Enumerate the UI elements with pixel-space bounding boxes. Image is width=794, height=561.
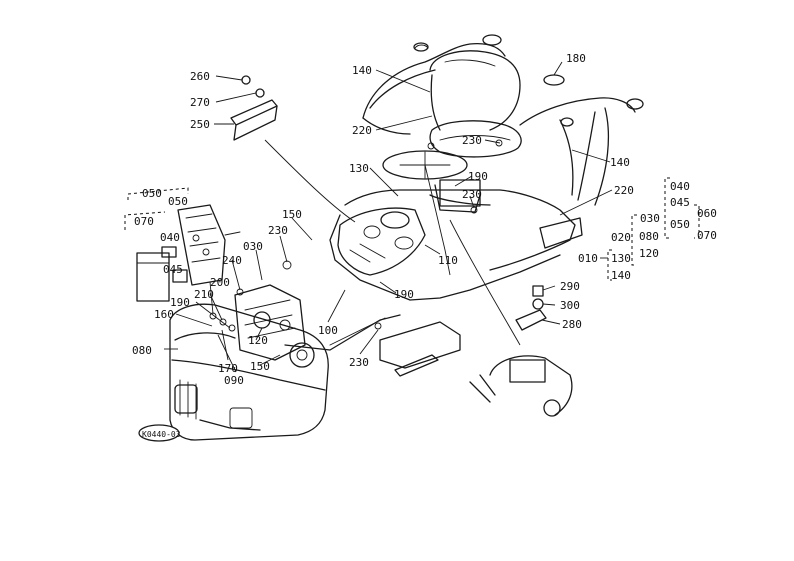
- callout-030: 030: [243, 240, 263, 253]
- group-right-060: 060: [697, 207, 717, 220]
- callout-190: 190: [394, 288, 414, 301]
- callout-080: 080: [132, 344, 152, 357]
- group-left-070: 070: [134, 215, 154, 228]
- group-right-030: 030: [640, 212, 660, 225]
- callout-130: 130: [349, 162, 369, 175]
- callout-230: 230: [462, 134, 482, 147]
- callout-240: 240: [222, 254, 242, 267]
- front-hood-assembly: [169, 284, 401, 441]
- group-right-050: 050: [670, 218, 690, 231]
- callout-120: 120: [248, 334, 268, 347]
- callout-090: 090: [224, 374, 244, 387]
- callout-100: 100: [318, 324, 338, 337]
- group-right-010: 010: [578, 252, 598, 265]
- small-parts: [209, 74, 573, 417]
- callout-210: 210: [194, 288, 214, 301]
- callout-140: 140: [352, 64, 372, 77]
- callout-labels: 260 270 250 140 180 220 230 130 190 230 …: [132, 52, 634, 387]
- leader-lines: [164, 61, 613, 373]
- callout-280: 280: [562, 318, 582, 331]
- diagram-code-badge: K0440-03: [138, 424, 181, 442]
- callout-160: 160: [154, 308, 174, 321]
- right-group-brackets: 040 045 050 060 070 030 020 080 120 010 …: [578, 177, 717, 282]
- callout-190: 190: [468, 170, 488, 183]
- callout-230: 230: [462, 188, 482, 201]
- group-right-045: 045: [670, 196, 690, 209]
- callout-300: 300: [560, 299, 580, 312]
- callout-190: 190: [170, 296, 190, 309]
- callout-220: 220: [352, 124, 372, 137]
- group-right-040: 040: [670, 180, 690, 193]
- group-right-120: 120: [639, 247, 659, 260]
- group-left-045: 045: [163, 263, 183, 276]
- diagram-code: K0440-03: [142, 430, 181, 439]
- callout-250: 250: [190, 118, 210, 131]
- callout-140: 140: [610, 156, 630, 169]
- callout-230: 230: [349, 356, 369, 369]
- callout-220: 220: [614, 184, 634, 197]
- group-right-140: 140: [611, 269, 631, 282]
- group-right-080: 080: [639, 230, 659, 243]
- group-left-050a: 050: [142, 187, 162, 200]
- callout-260: 260: [190, 70, 210, 83]
- group-right-070: 070: [697, 229, 717, 242]
- fender-seat-assembly: [329, 34, 644, 301]
- callout-110: 110: [438, 254, 458, 267]
- group-right-130: 130: [611, 252, 631, 265]
- callout-170: 170: [218, 362, 238, 375]
- group-left-050b: 050: [168, 195, 188, 208]
- callout-290: 290: [560, 280, 580, 293]
- group-left-040: 040: [160, 231, 180, 244]
- callout-150: 150: [282, 208, 302, 221]
- left-group-brackets: 050 050 070 040 045: [124, 187, 189, 276]
- group-right-020: 020: [611, 231, 631, 244]
- callout-270: 270: [190, 96, 210, 109]
- callout-230: 230: [268, 224, 288, 237]
- callout-150: 150: [250, 360, 270, 373]
- callout-200: 200: [210, 276, 230, 289]
- callout-180: 180: [566, 52, 586, 65]
- battery-bracket: [136, 204, 241, 302]
